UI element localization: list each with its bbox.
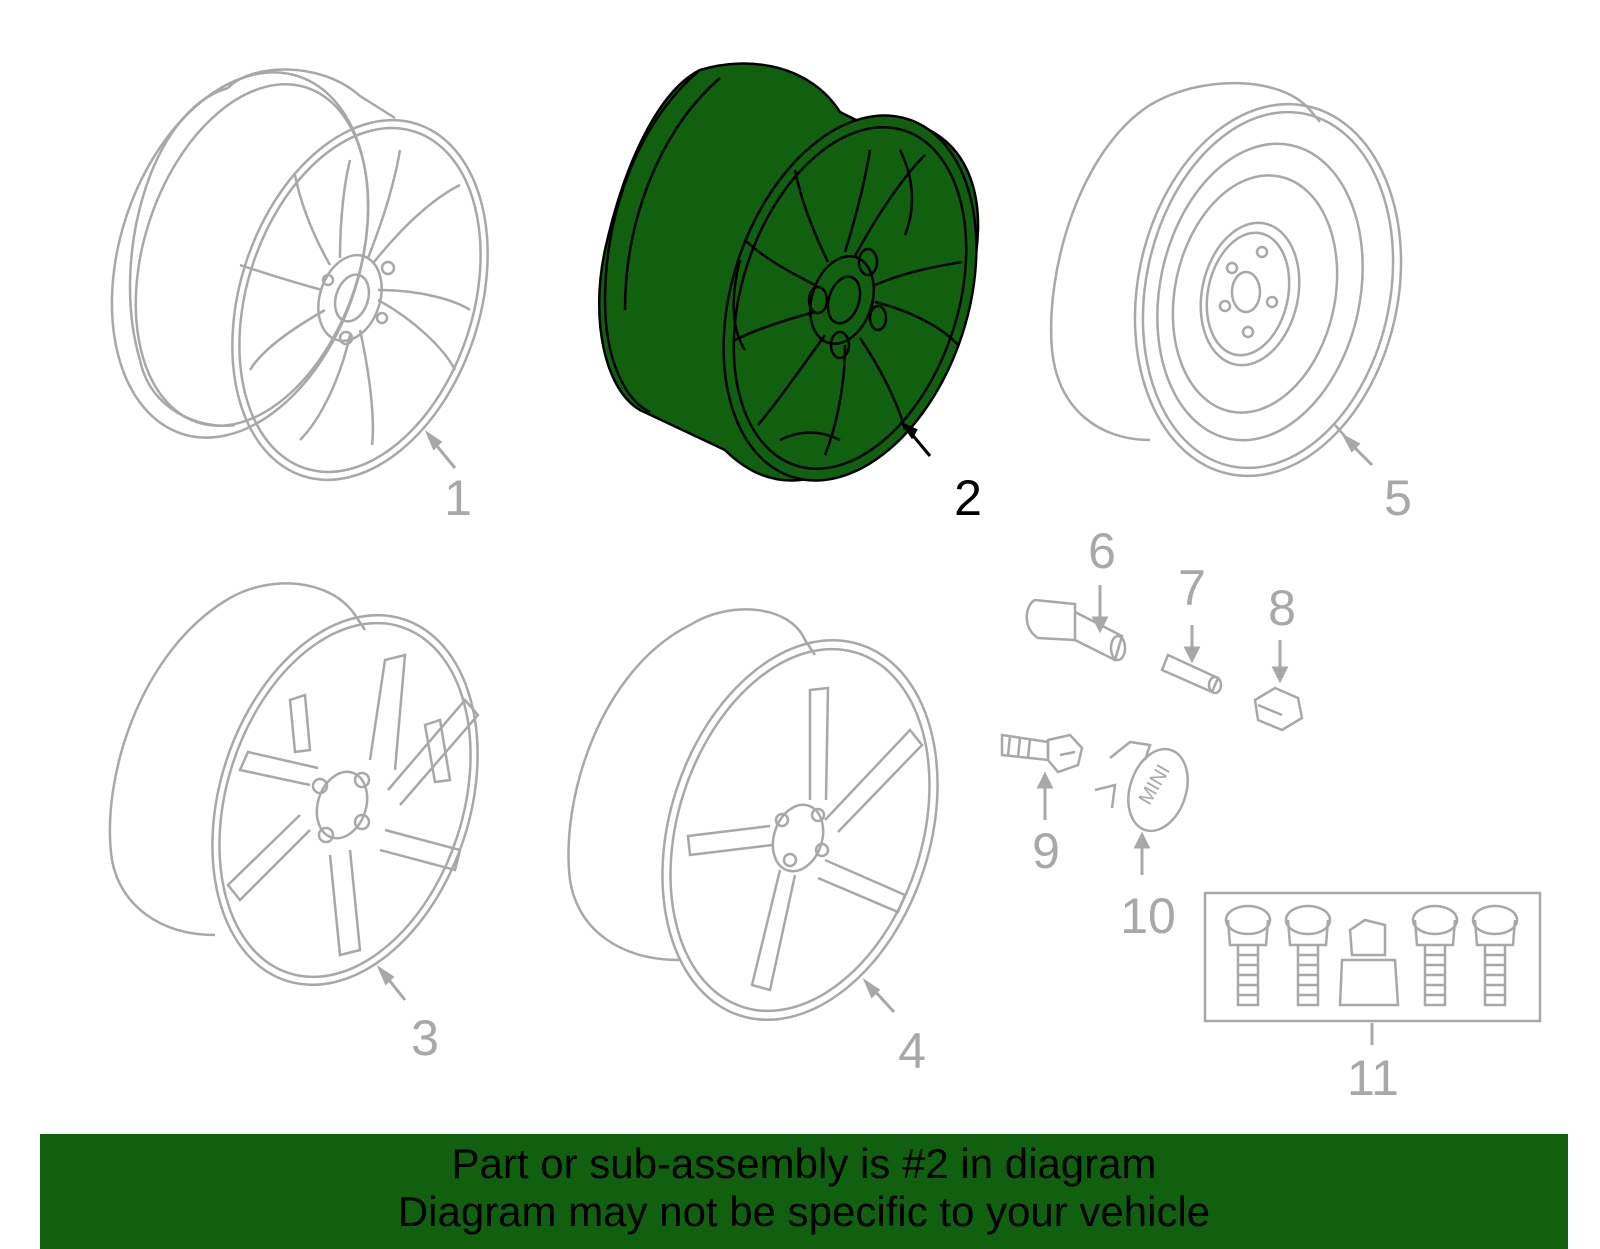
callout-2: 2 bbox=[954, 470, 982, 526]
callout-11: 11 bbox=[1347, 1050, 1399, 1106]
valve-stem-icon[interactable] bbox=[1025, 598, 1127, 662]
wheel-bolt-icon[interactable] bbox=[1000, 733, 1084, 774]
callout-7: 7 bbox=[1178, 560, 1206, 616]
callout-1: 1 bbox=[444, 470, 472, 526]
banner-line-2: Diagram may not be specific to your vehi… bbox=[397, 1188, 1211, 1235]
locking-bolt-kit-icon[interactable] bbox=[1203, 891, 1542, 1023]
callout-10: 10 bbox=[1120, 888, 1176, 944]
callout-4: 4 bbox=[898, 1023, 926, 1079]
callout-9: 9 bbox=[1032, 823, 1060, 879]
info-banner: Part or sub-assembly is #2 in diagram Di… bbox=[40, 1134, 1568, 1249]
svg-text:MINI: MINI bbox=[1135, 761, 1175, 809]
pin-icon[interactable] bbox=[1160, 653, 1223, 695]
callout-3: 3 bbox=[411, 1010, 439, 1066]
leader-lines bbox=[376, 429, 1374, 1045]
wheel-3-icon[interactable] bbox=[108, 581, 523, 1020]
center-cap-icon[interactable]: MINI bbox=[1094, 740, 1198, 838]
callout-5: 5 bbox=[1384, 470, 1412, 526]
wheel-4-icon[interactable] bbox=[567, 604, 984, 1055]
banner-line-1: Part or sub-assembly is #2 in diagram bbox=[451, 1140, 1157, 1187]
hex-nut-icon[interactable] bbox=[1253, 686, 1304, 732]
callout-8: 8 bbox=[1268, 580, 1296, 636]
callout-6: 6 bbox=[1088, 523, 1116, 579]
wheel-5-icon[interactable] bbox=[1049, 79, 1434, 501]
wheel-1-icon[interactable] bbox=[68, 39, 532, 513]
wheel-2-icon[interactable] bbox=[598, 62, 1020, 514]
